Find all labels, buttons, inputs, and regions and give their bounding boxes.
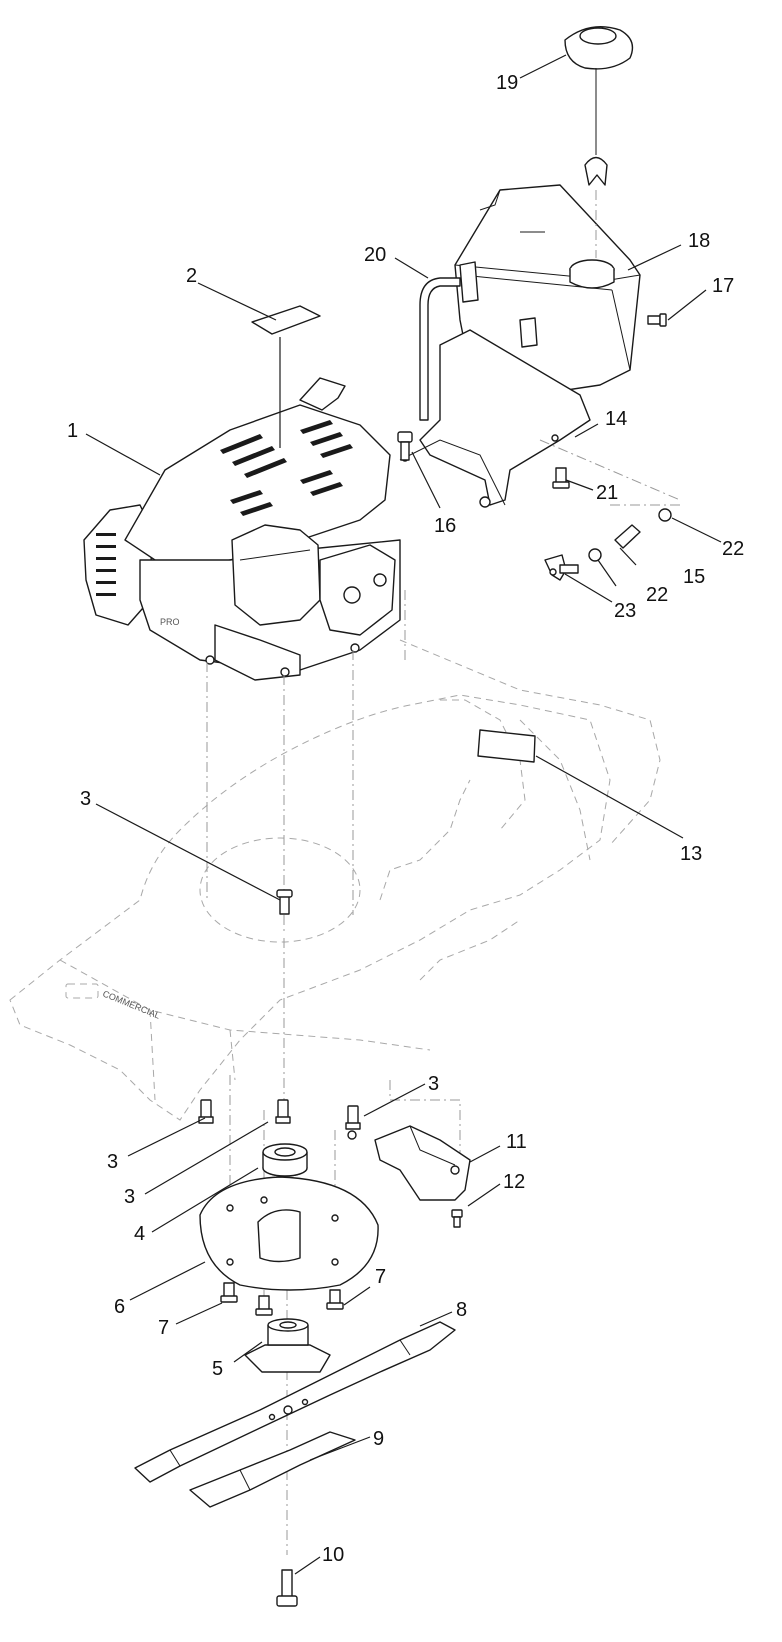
mower-deck-outline: COMMERCIAL: [9, 639, 661, 1121]
callout-10: 10: [322, 1544, 344, 1566]
blade-adapter: [244, 1318, 331, 1373]
bolt: [345, 1105, 361, 1130]
callout-12: 12: [503, 1171, 525, 1193]
callout-4: 4: [134, 1223, 145, 1245]
fuel-shutoff-valve: [544, 554, 579, 581]
bolt: [255, 1295, 273, 1316]
nut: [479, 496, 491, 508]
callout-21: 21: [596, 482, 618, 504]
fuel-tank: [454, 184, 641, 401]
engine: PRO: [83, 377, 401, 681]
decal: [477, 729, 536, 763]
callout-22b: 22: [646, 584, 668, 606]
callout-6: 6: [114, 1296, 125, 1318]
fuel-line: [419, 277, 461, 421]
callout-11: 11: [506, 1131, 527, 1153]
callout-19: 19: [496, 72, 518, 94]
callout-14: 14: [605, 408, 627, 430]
bolt: [326, 1289, 344, 1310]
callout-15: 15: [683, 566, 705, 588]
callout-3b: 3: [107, 1151, 118, 1173]
callout-labels: 1 2 3 3 3 3 4 5 6 7 7 8 9 10 11 12 13 14…: [67, 72, 744, 1566]
bolt: [275, 1099, 291, 1124]
callout-3d: 3: [428, 1073, 439, 1095]
callout-20: 20: [364, 244, 386, 266]
bolt: [220, 1282, 238, 1303]
callout-7a: 7: [158, 1317, 169, 1339]
callout-3a: 3: [80, 788, 91, 810]
bolt: [198, 1099, 214, 1124]
bolt: [276, 889, 293, 915]
leader-lines: [85, 54, 722, 1575]
callout-5: 5: [212, 1358, 223, 1380]
bolt: [552, 467, 570, 489]
bearing: [262, 1143, 308, 1177]
mower-blade: [134, 1321, 456, 1483]
callout-2: 2: [186, 265, 197, 287]
mulching-blade: [189, 1431, 356, 1508]
nut: [347, 1130, 357, 1140]
engine-decal: [251, 305, 321, 335]
tank-bracket: [399, 329, 591, 506]
hose-clamp: [588, 508, 672, 562]
callout-9: 9: [373, 1428, 384, 1450]
bolt: [397, 431, 413, 461]
callout-7b: 7: [375, 1266, 386, 1288]
callout-8: 8: [456, 1299, 467, 1321]
callout-3c: 3: [124, 1186, 135, 1208]
fuel-hose: [614, 524, 641, 549]
engine-mount-centerlines: [206, 590, 461, 1555]
engine-label: PRO: [160, 617, 180, 627]
callout-17: 17: [712, 275, 734, 297]
fuel-cap: [564, 26, 634, 186]
callout-23: 23: [614, 600, 636, 622]
callout-18: 18: [688, 230, 710, 252]
blade-bolt: [276, 1569, 298, 1607]
callout-13: 13: [680, 843, 702, 865]
callout-16: 16: [434, 515, 456, 537]
deflector: [374, 1125, 471, 1201]
screw: [451, 1209, 463, 1228]
callout-1: 1: [67, 420, 78, 442]
shield-plate: [199, 1176, 379, 1291]
callout-22a: 22: [722, 538, 744, 560]
svg-text:COMMERCIAL: COMMERCIAL: [101, 989, 161, 1021]
screw: [647, 313, 667, 327]
